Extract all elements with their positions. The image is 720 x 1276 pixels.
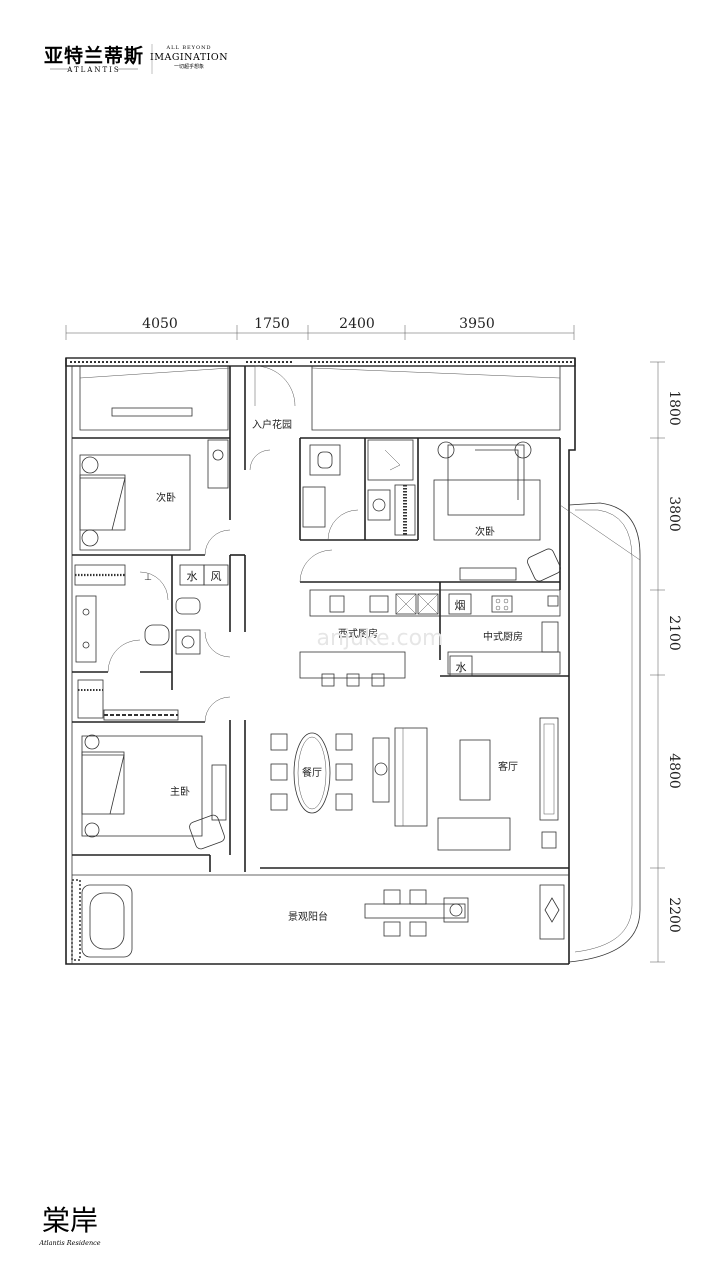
fixture-water-left: 水: [187, 570, 198, 583]
brand2-main: IMAGINATION: [150, 52, 228, 63]
kitchens: 烟 西式厨房 中式厨房 水: [299, 589, 561, 687]
fixture-smoke: 烟: [455, 598, 466, 612]
bathroom-left: ⊥ 水 风: [74, 564, 229, 663]
bedroom-right: 次卧: [302, 439, 561, 582]
svg-text:⊥: ⊥: [144, 573, 152, 583]
fixture-wind: 风: [211, 570, 222, 583]
dim-top-3: 2400: [339, 316, 375, 332]
brand-name-en: ATLANTIS: [66, 66, 120, 74]
room-label-dining: 餐厅: [302, 766, 322, 779]
dim-right-2: 3800: [666, 496, 682, 532]
dim-right-4: 4800: [666, 753, 682, 789]
brand2-sub: 一切超乎想象: [174, 63, 204, 70]
dining-area: 餐厅: [270, 732, 353, 814]
brand-logo-atlantis: 亚特兰蒂斯 ATLANTIS: [44, 44, 144, 74]
dim-top-2: 1750: [254, 316, 290, 332]
room-label-western-kitchen: 西式厨房: [338, 627, 378, 640]
entry-garden: 入户花园: [252, 418, 292, 431]
brand2-top: ALL BEYOND: [166, 45, 212, 51]
dimension-top: 4050 1750 2400 3950: [65, 316, 575, 340]
fixture-water-kitchen: 水: [456, 661, 467, 674]
footer-logo: 棠岸 Atlantis Residence: [38, 1204, 100, 1247]
living-area: 客厅: [372, 717, 559, 851]
bedroom-left: 次卧: [79, 439, 229, 551]
dim-top-1: 4050: [142, 316, 178, 332]
room-label-living: 客厅: [498, 760, 518, 773]
room-label-master: 主卧: [170, 785, 190, 798]
watermark: anjuke.com: [317, 626, 444, 651]
footer-logo-cn: 棠岸: [42, 1204, 98, 1237]
doors: [107, 365, 359, 723]
room-label-chinese-kitchen: 中式厨房: [483, 630, 523, 643]
curved-balcony: [559, 502, 641, 963]
brand-name-cn: 亚特兰蒂斯: [44, 44, 144, 67]
dim-right-5: 2200: [666, 897, 682, 933]
room-label-entry-garden: 入户花园: [252, 418, 292, 431]
interior-walls: [72, 366, 569, 872]
dim-right-3: 2100: [666, 615, 682, 651]
dim-right-1: 1800: [666, 390, 682, 426]
master-bedroom: 主卧: [77, 679, 227, 850]
footer-logo-en: Atlantis Residence: [38, 1239, 100, 1247]
room-label-bedroom-left: 次卧: [156, 491, 176, 504]
dim-top-4: 3950: [459, 316, 495, 332]
landscape-balcony: 景观阳台: [71, 874, 569, 961]
dimension-right: 1800 3800 2100 4800 2200: [650, 361, 682, 963]
brand-logo-imagination: ALL BEYOND IMAGINATION 一切超乎想象: [150, 45, 228, 70]
room-label-bedroom-right: 次卧: [475, 525, 495, 538]
outer-walls: [65, 357, 576, 965]
room-label-balcony: 景观阳台: [288, 910, 328, 923]
